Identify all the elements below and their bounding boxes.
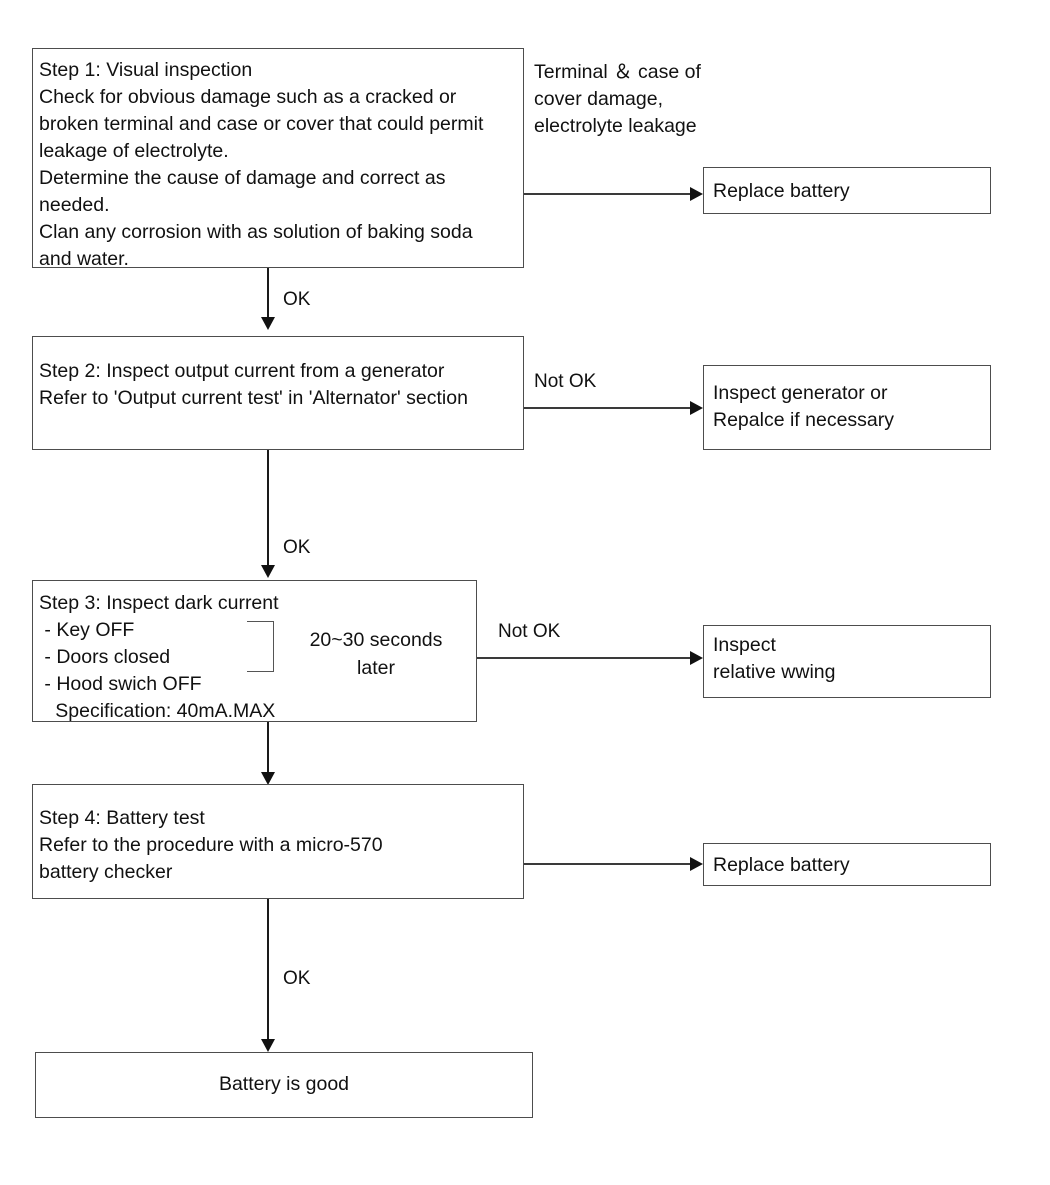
edge-step3-to-step4 [267,722,269,774]
result-box [35,1052,533,1118]
outcome-3-box [703,625,991,698]
outcome-2-box [703,365,991,450]
edge-step2-to-step3 [267,450,269,566]
edge-label-not-ok-3: Not OK [498,621,561,642]
outcome-1-box [703,167,991,214]
step-4-text: Step 4: Battery test Refer to the proced… [39,807,383,883]
step-3-text: Step 3: Inspect dark current - Key OFF -… [39,592,279,722]
step-3-condition-bracket [247,621,274,672]
outcome-1-text: Replace battery [713,180,850,202]
arrowhead-step1-outcome1 [690,187,703,201]
edge-step1-to-step2 [267,268,269,320]
step-2-text: Step 2: Inspect output current from a ge… [39,360,468,409]
arrowhead-step3-outcome3 [690,651,703,665]
arrowhead-step2-step3 [261,565,275,578]
edge-label-ok-2: OK [283,537,311,558]
edge-step2-to-outcome2 [524,407,692,409]
step-1-box [32,48,524,268]
edge-step1-to-outcome1 [524,193,692,195]
outcome-4-box [703,843,991,886]
step-4-box [32,784,524,899]
step-3-box [32,580,477,722]
edge-label-ok-1: OK [283,289,311,310]
outcome-4-text: Replace battery [713,854,850,876]
outcome-2-text: Inspect generator or Repalce if necessar… [713,382,895,431]
edge-label-ok-3: OK [283,968,311,989]
arrowhead-step4-outcome4 [690,857,703,871]
arrowhead-step1-step2 [261,317,275,330]
outcome-3-text: Inspect relative wwing [713,634,836,683]
step-2-box [32,336,524,450]
step-1-text: Step 1: Visual inspection Check for obvi… [39,59,484,270]
edge-label-not-ok-2: Not OK [534,371,597,392]
edge-step4-to-result [267,899,269,1040]
arrowhead-step4-result [261,1039,275,1052]
arrowhead-step3-step4 [261,772,275,785]
result-text: Battery is good [218,1073,350,1095]
step-3-timing-note: 20~30 seconds later [309,629,443,679]
arrowhead-step2-outcome2 [690,401,703,415]
step-1-condition-note: Terminal ＆ case of cover damage, electro… [534,61,701,137]
edge-step3-to-outcome3 [477,657,692,659]
edge-step4-to-outcome4 [524,863,692,865]
